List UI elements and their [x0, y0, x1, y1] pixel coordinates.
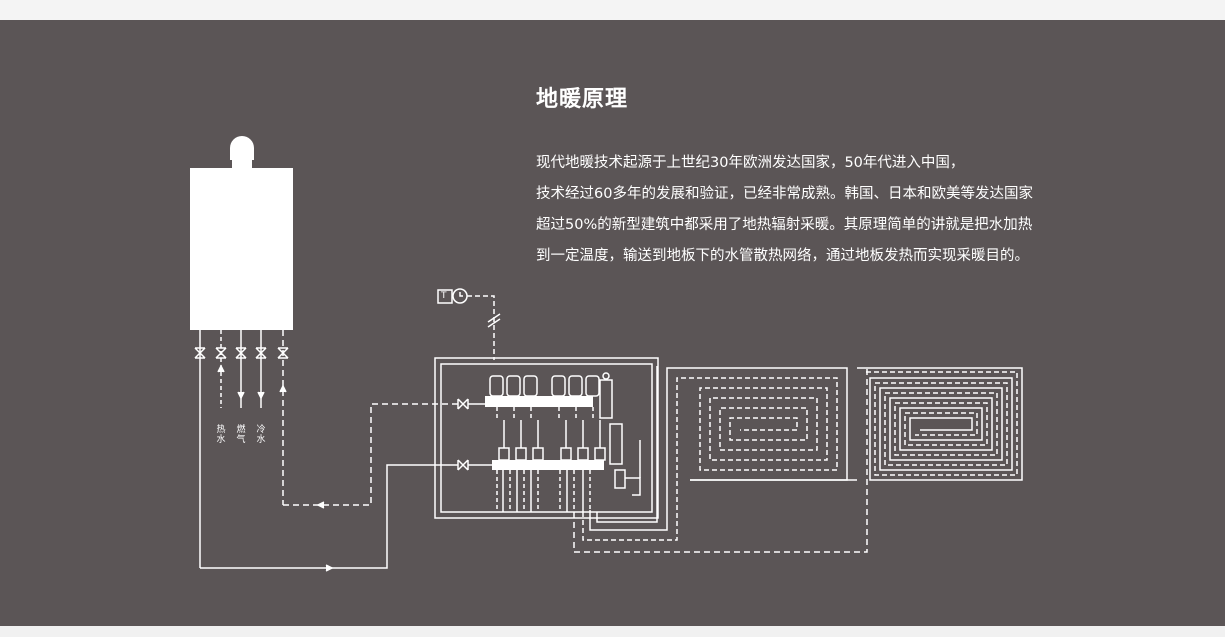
supply-pipe-dashed — [283, 403, 458, 506]
top-strip — [0, 0, 1225, 20]
manifold-cabinet — [434, 357, 659, 519]
thermostat-label: T — [441, 291, 447, 301]
boiler-body — [190, 168, 293, 330]
description-line: 技术经过60多年的发展和验证，已经非常成熟。韩国、日本和欧美等发达国家 — [536, 186, 1033, 202]
label-cold-water: 冷水 — [256, 425, 266, 445]
return-pipe-solid — [200, 464, 458, 569]
description-line: 到一定温度，输送到地板下的水管散热网络，通过地板发热而实现采暖目的。 — [536, 248, 1029, 264]
description: 现代地暖技术起源于上世纪30年欧洲发达国家，50年代进入中国， 技术经过60多年… — [536, 150, 1116, 274]
boiler-pipe-valves — [194, 330, 289, 568]
label-hot-water: 热水 — [216, 425, 226, 445]
label-gas: 燃气 — [236, 425, 246, 445]
description-line: 现代地暖技术起源于上世纪30年欧洲发达国家，50年代进入中国， — [536, 155, 965, 171]
boiler-flue — [230, 136, 254, 160]
section-title: 地暖原理 — [536, 87, 629, 112]
boiler-unit — [190, 136, 293, 330]
bottom-strip — [0, 626, 1225, 637]
description-line: 超过50%的新型建筑中都采用了地热辐射采暖。其原理简单的讲就是把水加热 — [536, 217, 1033, 233]
heating-loop-right — [857, 367, 1023, 481]
heating-loop-left — [573, 366, 868, 553]
thermostat — [437, 288, 501, 360]
boiler-flue-neck — [232, 160, 252, 168]
